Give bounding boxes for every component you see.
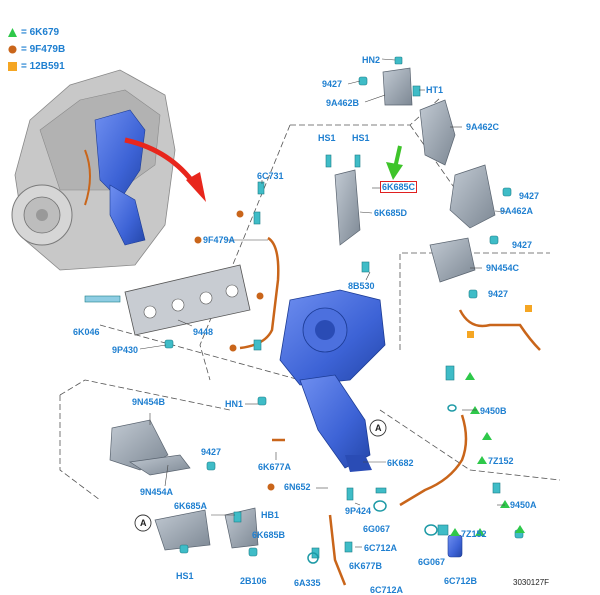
part-label-6c712b: 6C712B (444, 576, 478, 586)
legend-item-12b591: = 12B591 (8, 58, 65, 75)
part-label-9427: 9427 (488, 289, 509, 299)
part-label-9n454c: 9N454C (486, 263, 520, 273)
part-label-hn2: HN2 (362, 55, 381, 65)
orange-circle-icon (8, 45, 17, 54)
part-label-2b106: 2B106 (240, 576, 267, 586)
part-label-6c712a: 6C712A (364, 543, 398, 553)
part-label-6k046: 6K046 (73, 327, 100, 337)
part-label-6c712a: 6C712A (370, 585, 404, 595)
part-label-ht1: HT1 (426, 85, 444, 95)
callout-letter: A (140, 518, 147, 528)
drawing-reference-number: 3030127F (513, 578, 550, 587)
part-label-9a462c: 9A462C (466, 122, 500, 132)
leader-lines (139, 58, 509, 548)
part-label-6a335: 6A335 (294, 578, 321, 588)
part-label-hs1: HS1 (176, 571, 194, 581)
part-label-6k685b: 6K685B (252, 530, 286, 540)
part-label-6g067: 6G067 (418, 557, 446, 567)
manifold-gasket (124, 264, 251, 336)
orange-square-icon (8, 62, 17, 71)
part-label-6k677a: 6K677A (258, 462, 292, 472)
legend-label: = 9F479B (21, 44, 66, 55)
callout-a-lower (134, 514, 152, 532)
part-label-9448: 9448 (193, 327, 214, 337)
part-label-6k677b: 6K677B (349, 561, 383, 571)
part-label-6g067: 6G067 (363, 524, 391, 534)
part-label-7z152: 7Z152 (488, 456, 514, 466)
part-label-8b530: 8B530 (348, 281, 375, 291)
part-label-6k685a: 6K685A (174, 501, 208, 511)
part-label-hs1: HS1 (318, 133, 336, 143)
part-label-6c731: 6C731 (257, 171, 284, 181)
heat-shields (109, 67, 496, 551)
legend-item-6k679: = 6K679 (8, 24, 65, 41)
part-label-hs1: HS1 (352, 133, 370, 143)
legend-item-9f479b: = 9F479B (8, 41, 65, 58)
part-label-7z152: 7Z152 (461, 529, 487, 539)
callout-circles (134, 419, 387, 532)
part-label-9427: 9427 (512, 240, 533, 250)
red-direction-arrow (124, 137, 206, 202)
part-label-9a462b: 9A462B (326, 98, 360, 108)
turbocharger-assembly (279, 289, 386, 472)
part-label-6k682: 6K682 (387, 458, 414, 468)
part-label-9450a: 9450A (510, 500, 537, 510)
part-label-9n454b: 9N454B (132, 397, 166, 407)
part-label-9p430: 9P430 (112, 345, 139, 355)
legend-label: = 6K679 (21, 27, 60, 38)
fasteners (84, 56, 524, 559)
part-label-9427: 9427 (322, 79, 343, 89)
engine-block-illustration (11, 69, 176, 271)
part-label-9427: 9427 (201, 447, 222, 457)
legend: = 6K679 = 9F479B = 12B591 (8, 24, 65, 75)
part-label-9f479a: 9F479A (203, 235, 236, 245)
callout-letter: A (375, 423, 382, 433)
part-label-9450b: 9450B (480, 406, 507, 416)
part-label-9p424: 9P424 (345, 506, 372, 516)
part-label-6k685d: 6K685D (374, 208, 408, 218)
callout-a-upper (369, 419, 387, 437)
green-triangle-icon (8, 28, 17, 37)
part-label-9n454a: 9N454A (140, 487, 174, 497)
diagram-markers (194, 210, 532, 536)
part-label-6n652: 6N652 (284, 482, 311, 492)
part-label-hn1: HN1 (225, 399, 244, 409)
seals (307, 404, 457, 564)
green-indicator-arrow (386, 145, 403, 180)
part-label-hb1: HB1 (261, 510, 280, 520)
part-label-6k685c-highlighted: 6K685C (379, 181, 418, 193)
part-label-9427: 9427 (519, 191, 540, 201)
part-label-9a462a: 9A462A (500, 206, 534, 216)
legend-label: = 12B591 (21, 61, 65, 72)
